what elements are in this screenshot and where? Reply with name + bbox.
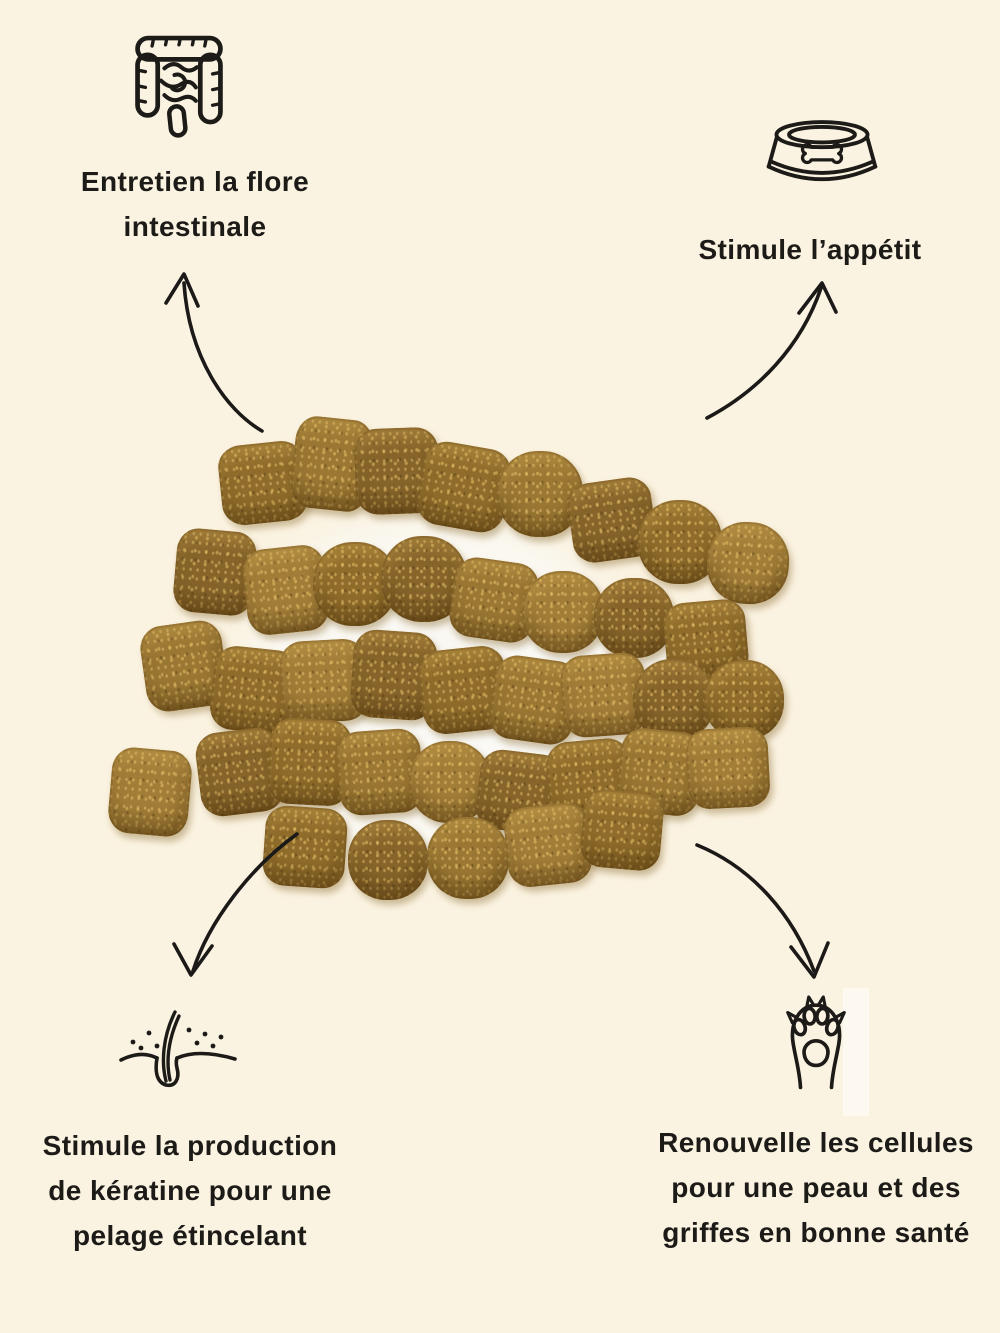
- kibble-piece: [522, 571, 604, 653]
- arrow-to-keratine: [172, 832, 299, 977]
- kibble-piece: [348, 820, 428, 900]
- feature-appetit: Stimule l’appétit: [645, 118, 975, 272]
- pet-bowl-icon: [759, 118, 885, 197]
- feature-label-appetit: Stimule l’appétit: [698, 234, 922, 265]
- photo-light-strip: [843, 988, 869, 1116]
- kibble-piece: [427, 817, 509, 899]
- hair-follicle-icon: [111, 1000, 245, 1109]
- kibble-piece: [594, 578, 674, 658]
- kibble-piece: [633, 659, 715, 741]
- kibble-piece: [497, 451, 583, 537]
- arrow-to-cellules: [695, 843, 830, 979]
- paw-icon: [774, 985, 858, 1098]
- intestine-icon: [123, 28, 235, 145]
- arrow-to-flore-intestinale: [164, 272, 264, 433]
- arrow-to-appetit: [705, 281, 838, 420]
